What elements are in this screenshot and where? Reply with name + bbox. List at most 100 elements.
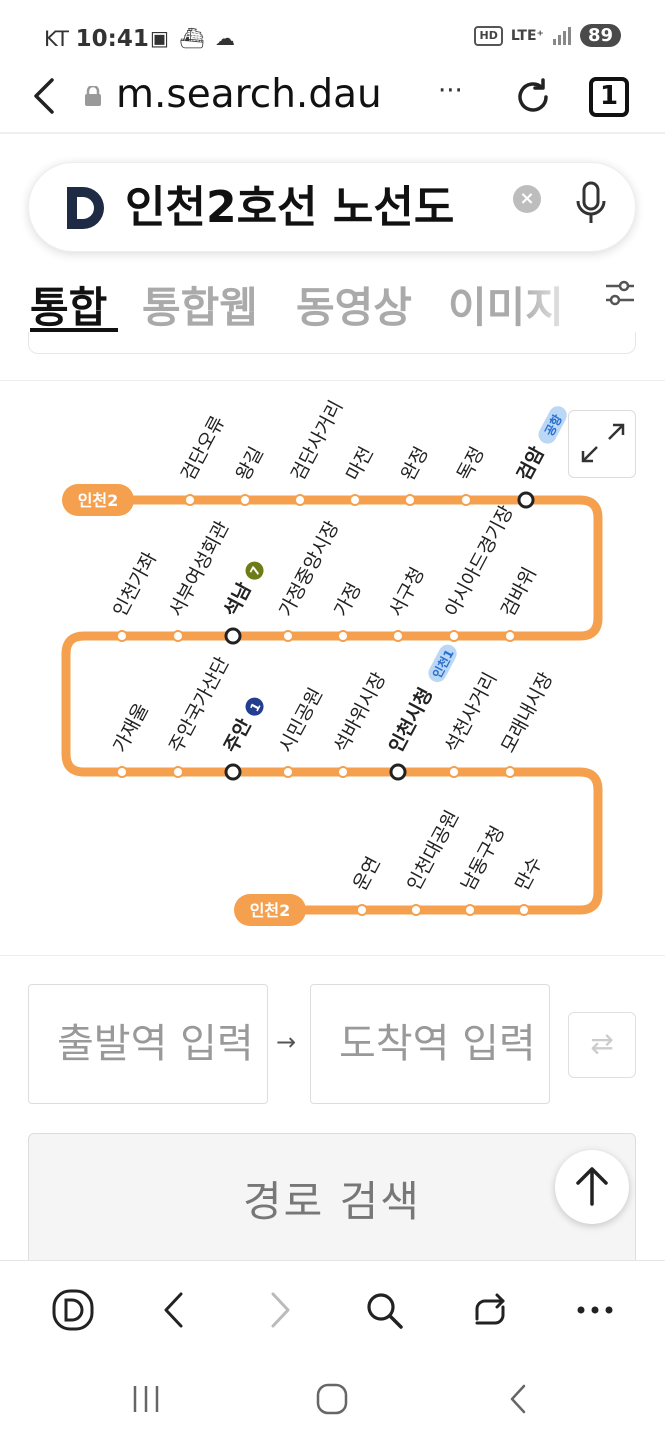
- station-marker[interactable]: [349, 494, 361, 506]
- station-label[interactable]: 서구청: [385, 564, 429, 621]
- transfer-group: 1: [245, 697, 264, 716]
- transfer-station-marker[interactable]: [224, 627, 242, 645]
- station-label[interactable]: 가정: [330, 579, 366, 620]
- station-marker[interactable]: [337, 630, 349, 642]
- station-label[interactable]: 석천사거리: [441, 669, 501, 757]
- status-bar: KT 10:41 ▣ ⛴ ☁ HD LTE⁺ 89: [0, 0, 665, 78]
- swap-stations-button[interactable]: ⇄: [568, 1012, 636, 1078]
- station-marker[interactable]: [448, 766, 460, 778]
- tab-integrated-web[interactable]: 통합웹: [142, 283, 258, 332]
- station-marker[interactable]: [448, 630, 460, 642]
- share-icon[interactable]: [469, 1289, 511, 1331]
- station-marker[interactable]: [404, 494, 416, 506]
- station-label[interactable]: 모래내시장: [497, 669, 557, 757]
- station-label[interactable]: 마전: [342, 443, 378, 484]
- transfer-station-marker[interactable]: [224, 763, 242, 781]
- search-tabs: 통합 통합웹 동영상 이미지: [0, 270, 665, 338]
- battery-level: 89: [579, 24, 621, 47]
- line-badge-start-pill: [62, 484, 134, 516]
- station-marker[interactable]: [294, 494, 306, 506]
- station-label[interactable]: 검암: [513, 443, 549, 485]
- station-marker[interactable]: [116, 766, 128, 778]
- line-badge-end-pill: [234, 894, 306, 926]
- station-label[interactable]: 인천시청: [385, 684, 437, 756]
- more-icon[interactable]: [574, 1289, 616, 1331]
- station-label[interactable]: 검단사거리: [287, 397, 347, 485]
- transfer-station-marker[interactable]: [389, 763, 407, 781]
- transfer-badge-bg: [245, 697, 264, 716]
- station-marker[interactable]: [518, 904, 530, 916]
- arrow-up-icon: [576, 1167, 608, 1206]
- line-badge-end: 인천2: [250, 901, 291, 920]
- route-search-button[interactable]: 경로 검색: [28, 1133, 636, 1269]
- arrival-station-input[interactable]: [310, 984, 550, 1104]
- home-icon[interactable]: [315, 1382, 349, 1416]
- direction-arrow: →: [276, 1028, 297, 1056]
- search-icon[interactable]: [363, 1289, 405, 1331]
- station-marker[interactable]: [172, 630, 184, 642]
- station-label[interactable]: 주안: [220, 715, 256, 757]
- station-marker[interactable]: [282, 630, 294, 642]
- station-label[interactable]: 가재울: [109, 700, 153, 757]
- station-marker[interactable]: [172, 766, 184, 778]
- station-marker[interactable]: [184, 494, 196, 506]
- url-more-icon[interactable]: ···: [438, 76, 463, 106]
- station-label[interactable]: 석남: [220, 579, 256, 621]
- recent-apps-icon[interactable]: [129, 1382, 163, 1416]
- microphone-icon[interactable]: [575, 179, 607, 227]
- departure-station-input[interactable]: [28, 984, 268, 1104]
- filter-settings-icon[interactable]: [604, 278, 636, 310]
- station-marker[interactable]: [464, 904, 476, 916]
- back-icon[interactable]: [154, 1289, 196, 1331]
- network-type: LTE⁺: [510, 27, 544, 44]
- daum-logo-icon[interactable]: [63, 183, 107, 233]
- station-marker[interactable]: [116, 630, 128, 642]
- back-arrow-icon[interactable]: [28, 74, 62, 118]
- notification-icons: ▣ ⛴ ☁: [150, 26, 238, 50]
- station-marker[interactable]: [410, 904, 422, 916]
- station-label[interactable]: 만수: [511, 853, 547, 894]
- search-box[interactable]: 인천2호선 노선도 ×: [28, 162, 636, 252]
- station-label[interactable]: 시민공원: [275, 684, 327, 756]
- station-label[interactable]: 검단오류: [177, 412, 229, 484]
- reload-icon[interactable]: [512, 76, 554, 118]
- station-label[interactable]: 인천가좌: [109, 548, 161, 620]
- expand-icon: [581, 423, 625, 463]
- tab-video[interactable]: 동영상: [296, 283, 412, 332]
- station-label[interactable]: 검바위: [497, 564, 541, 621]
- station-marker[interactable]: [504, 630, 516, 642]
- station-label[interactable]: 석바위시장: [330, 669, 390, 757]
- scroll-to-top-button[interactable]: [555, 1150, 629, 1224]
- station-label[interactable]: 인천대공원: [403, 807, 463, 895]
- back-nav-icon[interactable]: [502, 1382, 536, 1416]
- url-address[interactable]: m.search.dau: [116, 72, 382, 117]
- station-marker[interactable]: [392, 630, 404, 642]
- transfer-station-marker[interactable]: [517, 491, 535, 509]
- station-label[interactable]: 운연: [349, 853, 385, 894]
- station-marker[interactable]: [337, 766, 349, 778]
- divider: [0, 955, 665, 956]
- tab-fade: [520, 270, 590, 338]
- search-query-text[interactable]: 인천2호선 노선도: [125, 182, 455, 233]
- station-marker[interactable]: [460, 494, 472, 506]
- clock-time: 10:41: [75, 26, 149, 52]
- station-label[interactable]: 독정: [453, 443, 489, 484]
- station-label[interactable]: 남동구청: [457, 822, 509, 894]
- station-marker[interactable]: [239, 494, 251, 506]
- station-marker[interactable]: [356, 904, 368, 916]
- station-marker[interactable]: [504, 766, 516, 778]
- tab-count-button[interactable]: 1: [589, 77, 629, 117]
- daum-home-icon[interactable]: [52, 1289, 94, 1331]
- transfer-badge-bg: [245, 561, 264, 580]
- station-label[interactable]: 왕길: [232, 443, 268, 484]
- station-label[interactable]: 완정: [397, 443, 433, 484]
- clear-search-icon[interactable]: ×: [513, 185, 541, 213]
- expand-map-button[interactable]: [568, 410, 636, 478]
- station-marker[interactable]: [282, 766, 294, 778]
- carrier-time: KT 10:41: [44, 26, 149, 52]
- forward-icon[interactable]: [258, 1289, 300, 1331]
- signal-icon: [552, 26, 571, 45]
- tab-integrated[interactable]: 통합: [30, 283, 108, 332]
- transfer-badge-bg: [538, 406, 567, 444]
